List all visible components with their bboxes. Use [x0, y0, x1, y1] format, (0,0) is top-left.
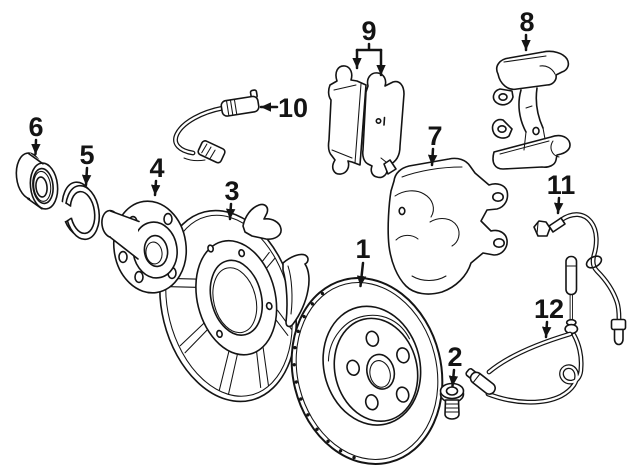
part-drawing-snap-ring — [58, 181, 101, 241]
part-drawing-abs-sensor-cable — [465, 255, 584, 405]
part-drawing-wheel-hub — [101, 200, 188, 294]
part-drawing-brake-hose — [533, 212, 627, 346]
callout-arrow-4 — [151, 179, 161, 197]
callout-label-9: 9 — [361, 16, 376, 46]
callout-arrow-12 — [541, 320, 552, 339]
callout-bracket-9 — [355, 42, 383, 52]
callout-label-2: 2 — [447, 342, 462, 372]
callout-arrow-6 — [31, 138, 41, 156]
callout-label-12: 12 — [534, 294, 564, 324]
part-drawing-brake-rotor — [290, 277, 444, 465]
callout-label-5: 5 — [79, 140, 94, 170]
callout-arrow-7 — [427, 147, 438, 167]
callout-arrow-2 — [448, 368, 459, 388]
callout-arrow-3 — [225, 202, 236, 221]
callout-label-1: 1 — [355, 234, 370, 264]
part-drawing-splash-shield — [158, 203, 310, 403]
part-drawing-caliper-bracket — [491, 50, 571, 170]
callouts: 1 2 3 4 5 6 7 8 9 10 11 12 — [28, 7, 576, 388]
callout-arrow-5 — [81, 166, 92, 187]
callout-label-11: 11 — [547, 170, 576, 200]
part-drawing-brake-caliper — [380, 157, 509, 295]
callout-label-4: 4 — [149, 153, 164, 183]
callout-arrow-11 — [553, 196, 564, 215]
part-drawing-set-screw — [439, 382, 465, 420]
callout-arrow-1 — [356, 261, 367, 288]
callout-label-7: 7 — [427, 121, 442, 151]
part-drawing-wheel-bearing — [15, 152, 59, 210]
part-drawing-brake-pads — [327, 65, 405, 179]
callout-label-3: 3 — [224, 176, 239, 206]
callout-label-8: 8 — [519, 7, 534, 37]
callout-label-6: 6 — [28, 112, 43, 142]
callout-label-10: 10 — [278, 93, 308, 123]
part-drawing-wear-sensor — [173, 89, 260, 164]
